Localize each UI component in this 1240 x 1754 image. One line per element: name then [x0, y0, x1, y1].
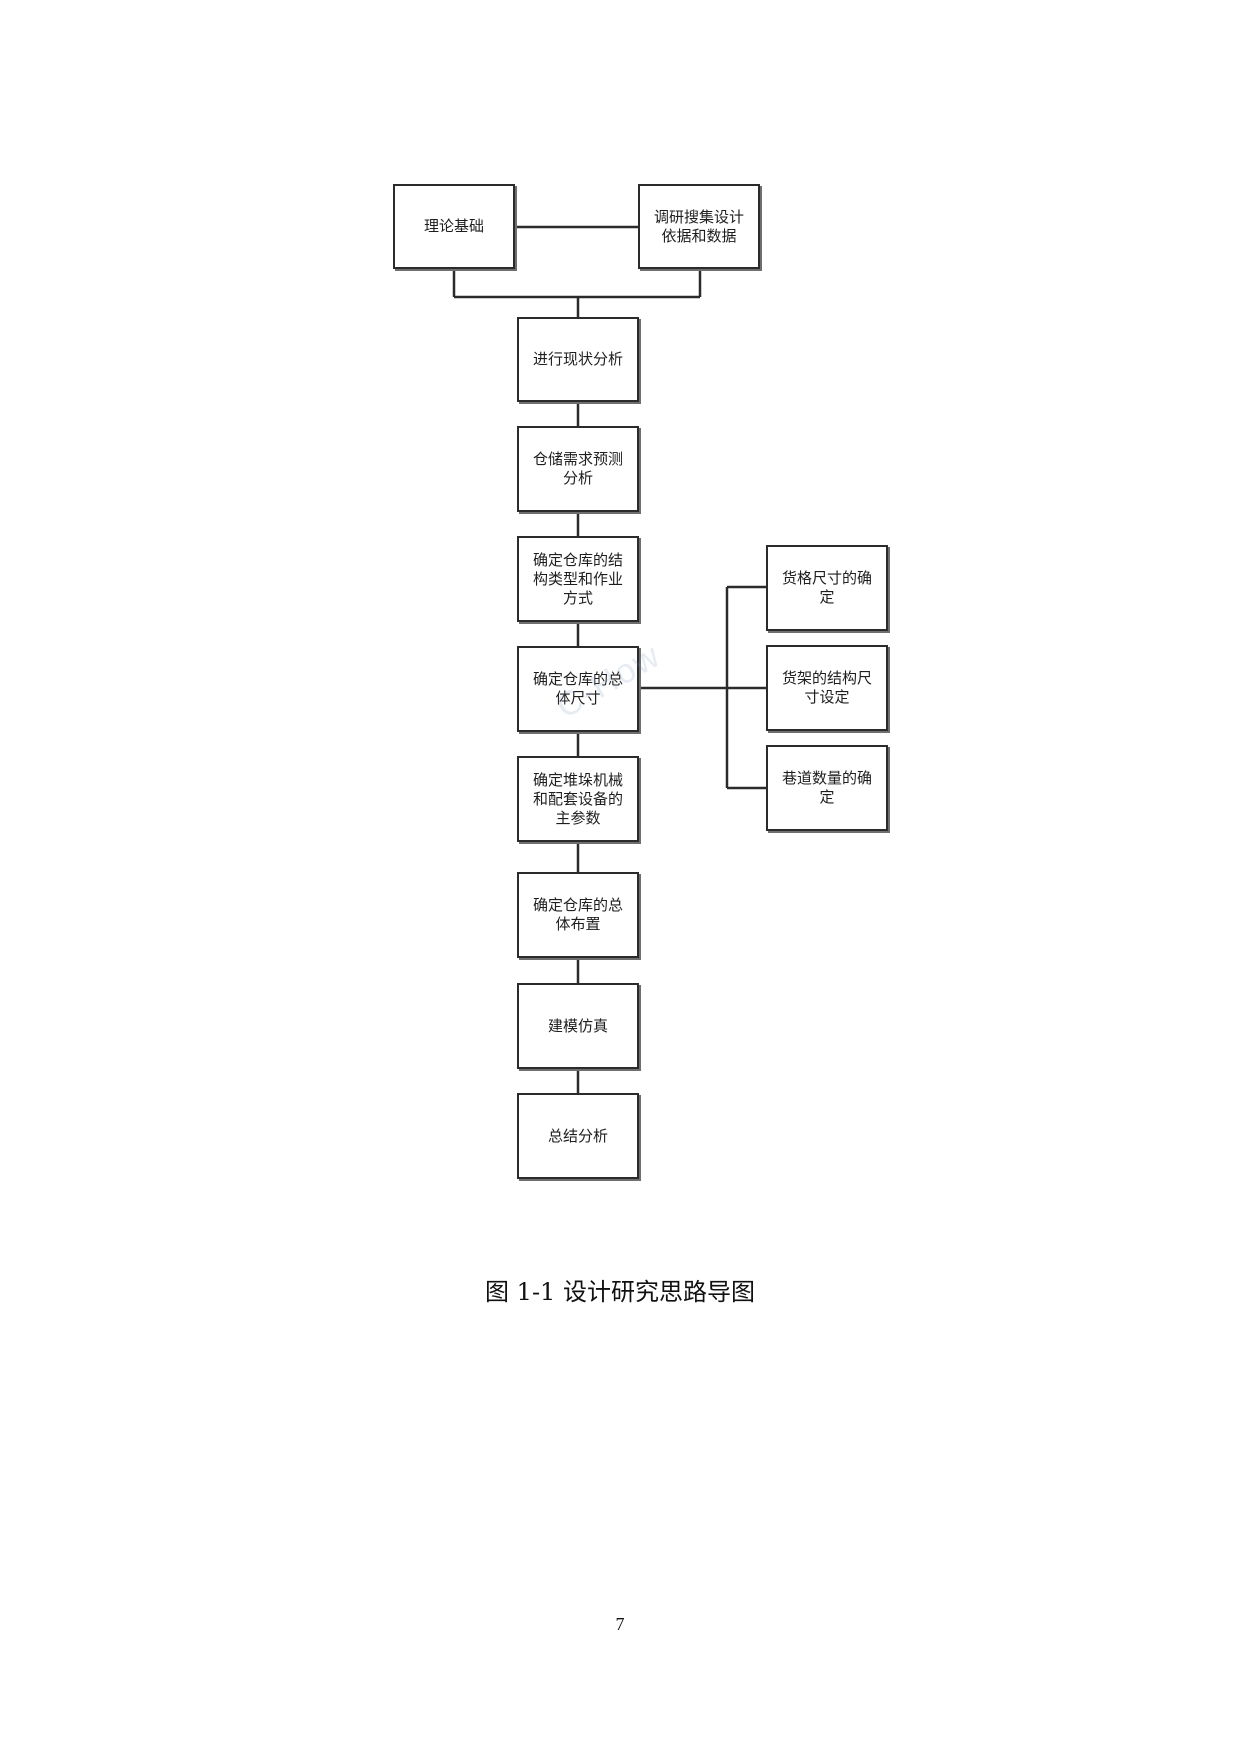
- node-demand-label: 仓储需求预测 分析: [532, 450, 623, 487]
- node-rack-size: 货架的结构尺 寸设定: [766, 645, 888, 731]
- node-simulation-label: 建模仿真: [547, 1016, 608, 1035]
- node-overall-size-label: 确定仓库的总 体尺寸: [532, 670, 623, 707]
- node-status-label: 进行现状分析: [532, 350, 623, 368]
- node-structure-label: 确定仓库的结 构类型和作业 方式: [532, 550, 623, 607]
- node-research: 调研搜集设计 依据和数据: [638, 184, 760, 269]
- node-aisle-count-label: 巷道数量的确 定: [781, 769, 872, 806]
- node-status: 进行现状分析: [517, 317, 639, 402]
- node-demand: 仓储需求预测 分析: [517, 426, 639, 512]
- node-layout-label: 确定仓库的总 体布置: [532, 896, 623, 933]
- node-cell-size: 货格尺寸的确 定: [766, 545, 888, 631]
- node-summary: 总结分析: [517, 1093, 639, 1179]
- node-layout: 确定仓库的总 体布置: [517, 872, 639, 958]
- node-research-label: 调研搜集设计 依据和数据: [653, 207, 744, 245]
- node-summary-label: 总结分析: [547, 1126, 608, 1145]
- node-overall-size: 确定仓库的总 体尺寸: [517, 646, 639, 732]
- figure-caption: 图 1-1 设计研究思路导图: [485, 1278, 755, 1306]
- node-theory: 理论基础: [393, 184, 515, 269]
- node-rack-size-label: 货架的结构尺 寸设定: [781, 669, 872, 706]
- page-number: 7: [615, 1614, 625, 1634]
- node-simulation: 建模仿真: [517, 983, 639, 1069]
- node-aisle-count: 巷道数量的确 定: [766, 745, 888, 831]
- node-cell-size-label: 货格尺寸的确 定: [781, 569, 872, 606]
- node-structure: 确定仓库的结 构类型和作业 方式: [517, 536, 639, 622]
- node-equipment: 确定堆垛机械 和配套设备的 主参数: [517, 756, 639, 842]
- node-equipment-label: 确定堆垛机械 和配套设备的 主参数: [532, 770, 623, 827]
- node-theory-label: 理论基础: [423, 217, 484, 235]
